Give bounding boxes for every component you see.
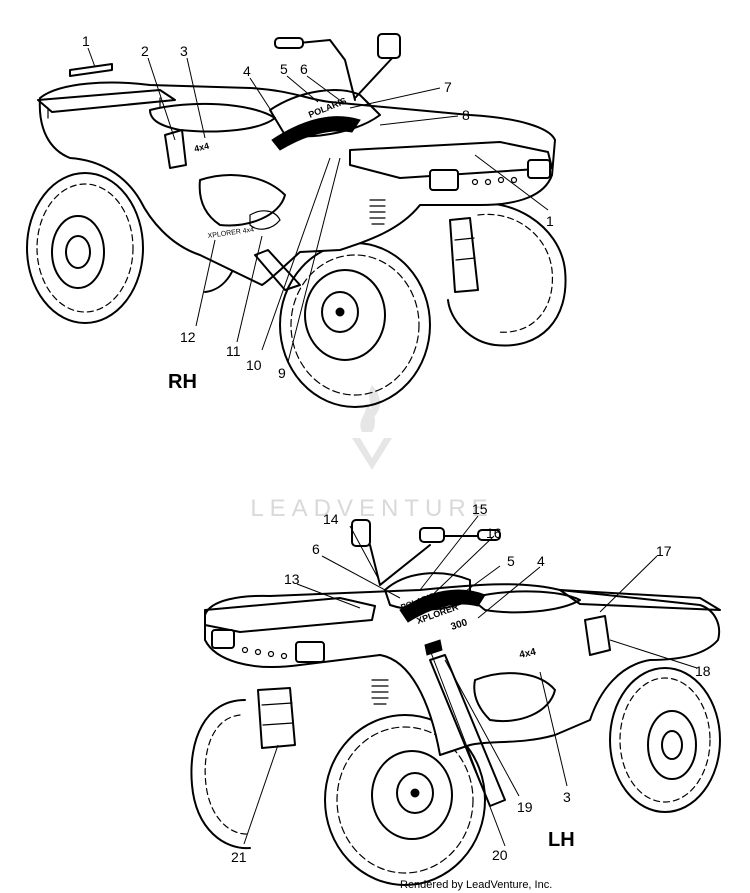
rh-callout-2: 2	[141, 43, 149, 59]
lh-callout-14: 14	[323, 511, 339, 527]
lh-view-label: LH	[548, 829, 575, 851]
rh-callout-9: 9	[278, 365, 286, 381]
lh-callout-21: 21	[231, 849, 247, 865]
lh-callout-20: 20	[492, 847, 508, 863]
watermark: LEADVENTURE	[250, 385, 493, 522]
lh-rear-wheel	[609, 667, 721, 813]
lh-callout-5: 5	[507, 553, 515, 569]
rh-callout-7: 7	[444, 79, 452, 95]
lh-callout-17: 17	[656, 543, 672, 559]
lh-front-near-wheel	[324, 714, 486, 886]
rh-leader-lines	[87, 47, 549, 363]
lh-decal-300: 300	[450, 617, 470, 633]
lh-view: POLARIS XPLORER 300 4x4 15 14 16	[190, 501, 721, 886]
rh-callout-5: 5	[280, 61, 288, 77]
leadventure-logo-icon	[352, 385, 392, 470]
lh-body	[204, 583, 720, 756]
lh-callout-13: 13	[284, 571, 300, 587]
rh-callout-4: 4	[243, 63, 251, 79]
lh-callout-6: 6	[312, 541, 320, 557]
rh-front-far-wheel	[447, 202, 567, 347]
rh-view: 4x4 300 POLARIS XPLORER 4x4 1 2	[26, 33, 567, 408]
lh-callout-19: 19	[517, 799, 533, 815]
rh-callout-3: 3	[180, 43, 188, 59]
render-credit: Rendered by LeadVenture, Inc.	[400, 879, 552, 891]
rh-callout-1: 1	[82, 33, 90, 49]
lh-leader-lines	[243, 515, 698, 847]
lh-callout-15: 15	[472, 501, 488, 517]
rh-view-label: RH	[168, 371, 197, 393]
rh-body	[38, 81, 556, 286]
rh-decal-4x4: 4x4	[193, 141, 210, 154]
atv-rh-drawing: 4x4 300 POLARIS XPLORER 4x4	[26, 33, 567, 408]
rh-front-near-wheel	[279, 242, 431, 408]
lh-front-far-wheel	[190, 699, 251, 850]
rh-callout-10: 10	[246, 357, 262, 373]
rh-rear-wheel	[26, 172, 144, 324]
rh-callout-11: 11	[226, 343, 241, 359]
watermark-text: LEADVENTURE	[250, 495, 493, 522]
rh-callout-1b: 1	[546, 213, 554, 229]
lh-callouts: 15 14 16 6 5 4 17 13 18 3 19 20 21	[231, 501, 711, 865]
rh-callout-6: 6	[300, 61, 308, 77]
lh-decal-stripe	[399, 589, 486, 623]
lh-callout-16: 16	[486, 525, 502, 541]
rh-callout-12: 12	[180, 329, 196, 345]
lh-callout-3: 3	[563, 789, 571, 805]
lh-decal-4x4: 4x4	[518, 647, 537, 661]
lh-callout-18: 18	[695, 663, 711, 679]
rh-callout-8: 8	[462, 107, 470, 123]
rh-callouts: 1 2 3 4 5 6 7 8 1 9 10 11 12	[82, 33, 554, 381]
lh-callout-4: 4	[537, 553, 545, 569]
rh-decal-stripe	[271, 116, 361, 151]
atv-lh-drawing: POLARIS XPLORER 300 4x4	[190, 519, 721, 886]
